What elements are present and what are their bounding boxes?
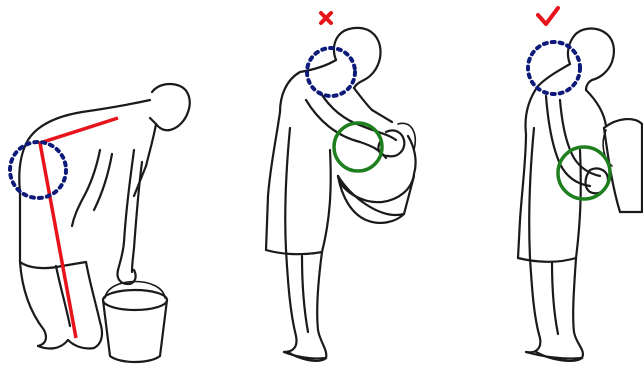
hand-grip-circle bbox=[334, 123, 382, 171]
panel-correct-posture bbox=[518, 8, 642, 361]
cross-icon bbox=[321, 13, 331, 23]
neck-circle bbox=[528, 42, 580, 94]
check-icon bbox=[538, 8, 558, 24]
neck-circle bbox=[307, 48, 355, 96]
wrong-posture-person-figure bbox=[266, 28, 404, 361]
bucket-icon bbox=[103, 282, 167, 363]
lower-back-circle bbox=[10, 142, 66, 198]
panel-bent-back-lift bbox=[10, 84, 190, 362]
panel-wrong-posture bbox=[266, 13, 416, 361]
